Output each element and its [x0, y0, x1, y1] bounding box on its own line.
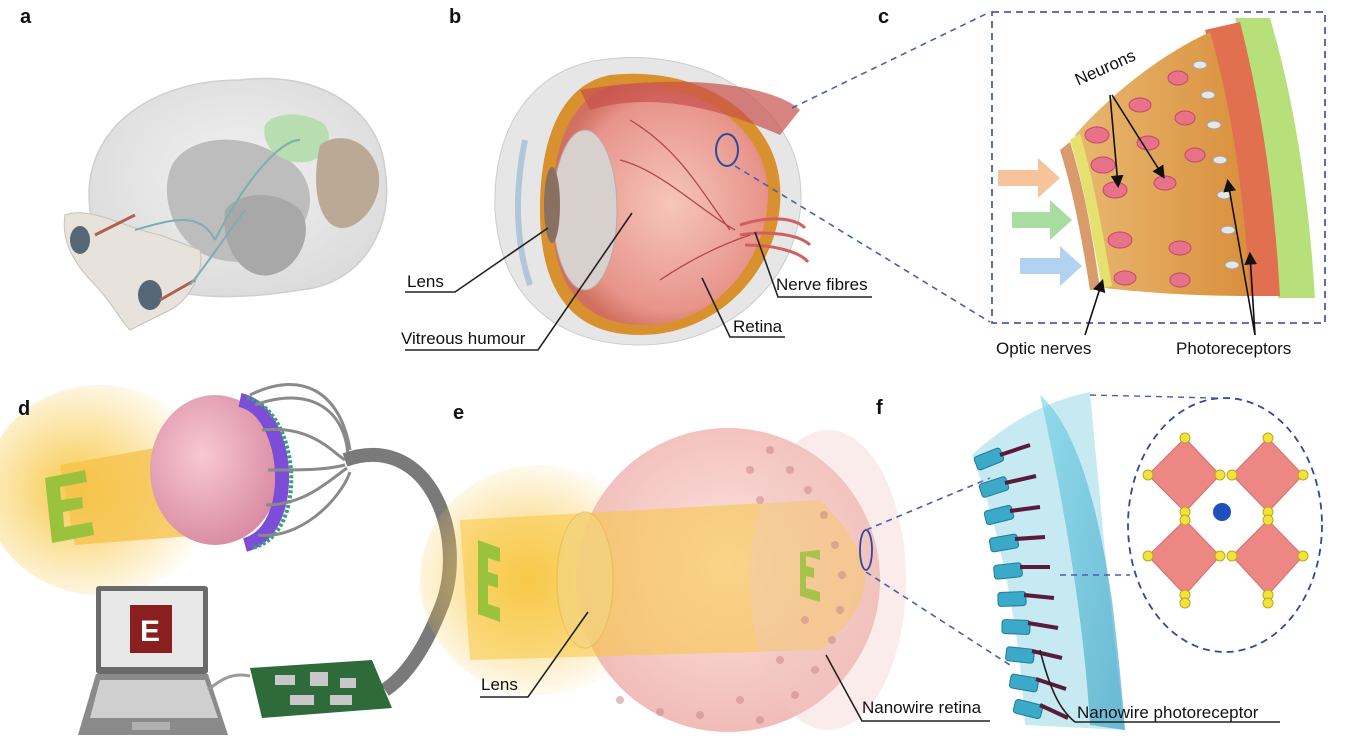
panel-c-label: c: [878, 6, 890, 28]
panel-d-label: d: [18, 398, 31, 420]
zoom-lines-e-f: [865, 477, 1011, 666]
label-photoreceptors: Photoreceptors: [1176, 339, 1292, 358]
label-optic-nerves: Optic nerves: [996, 339, 1092, 358]
label-nerve-fibres: Nerve fibres: [776, 275, 868, 294]
label-vitreous-humour: Vitreous humour: [401, 329, 526, 348]
panel-a-label: a: [20, 6, 32, 28]
label-retina: Retina: [733, 317, 783, 336]
label-lens-b: Lens: [407, 272, 444, 291]
laptop-screen-letter: E: [140, 615, 160, 648]
zoom-lines-b-c: [734, 11, 991, 323]
label-nanowire-photoreceptor: Nanowire photoreceptor: [1077, 703, 1259, 722]
label-lens-e: Lens: [481, 675, 518, 694]
panel-b-eye: [405, 57, 872, 351]
panel-f-nanowire: [972, 392, 1323, 730]
panel-c-retina-layers: [991, 11, 1326, 336]
panel-b-label: b: [449, 6, 462, 28]
panel-f-label: f: [876, 397, 883, 419]
panel-e-artificial-eye: [420, 428, 990, 732]
panel-e-label: e: [453, 402, 465, 424]
label-nanowire-retina: Nanowire retina: [862, 698, 982, 717]
panel-a-brain: [63, 77, 388, 331]
panel-d-device: E: [0, 383, 457, 735]
